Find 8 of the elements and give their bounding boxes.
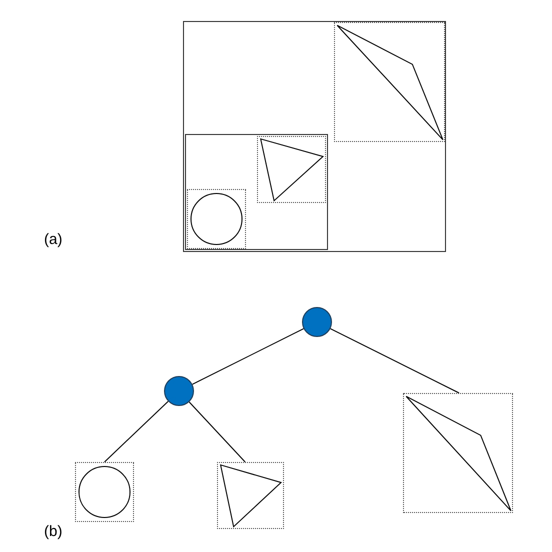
connector-line [104, 400, 169, 462]
connector-line [188, 401, 246, 462]
frame [185, 134, 328, 250]
connector-line [192, 328, 304, 385]
connector-line [330, 328, 460, 394]
panel-label: (b) [44, 522, 62, 542]
frame [183, 21, 446, 252]
panel-label: (a) [44, 230, 62, 250]
